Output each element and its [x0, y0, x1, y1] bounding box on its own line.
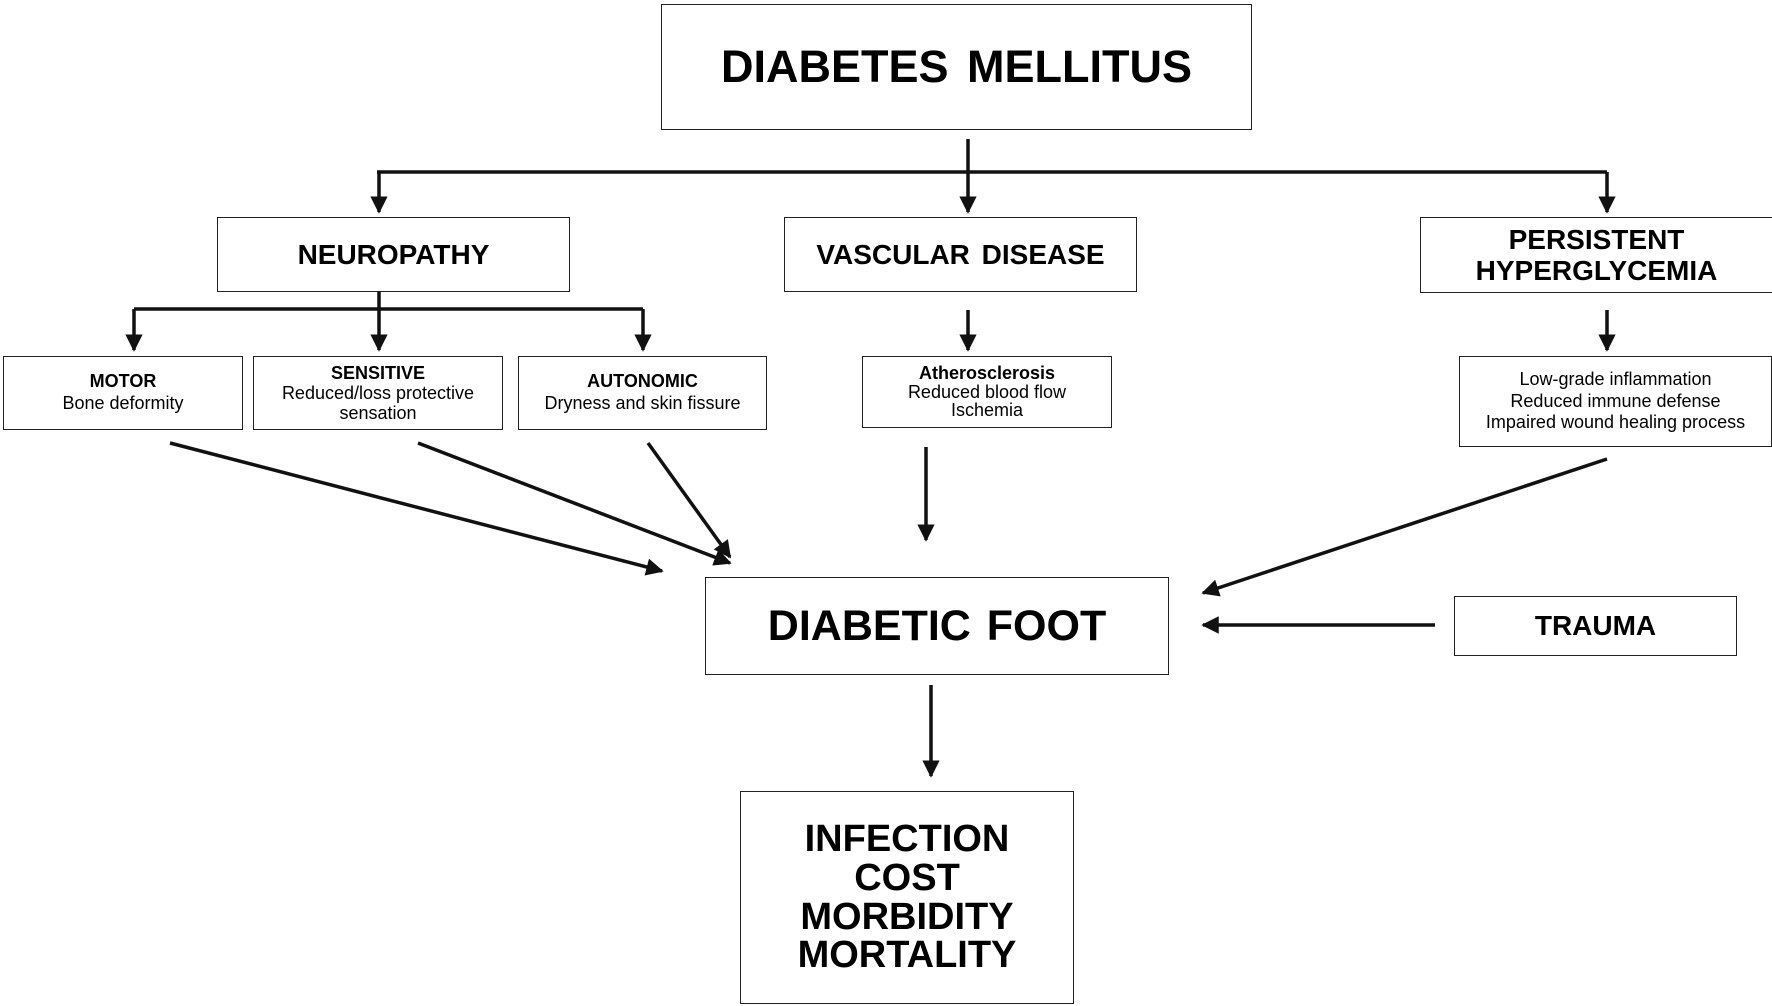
neuropathy-label: NEUROPATHY: [297, 238, 490, 270]
diabetic-foot-box: DIABETIC FOOT: [705, 577, 1169, 675]
sensitive-heading: SENSITIVE: [330, 362, 426, 383]
atherosclerosis-box: Atherosclerosis Reduced blood flow Ische…: [862, 356, 1112, 428]
outcomes-box: INFECTION COST MORBIDITY MORTALITY: [740, 791, 1074, 1004]
outcome-infection: INFECTION: [804, 818, 1010, 860]
outcome-mortality: MORTALITY: [797, 934, 1017, 977]
autonomic-line-1: Dryness and skin fissure: [544, 393, 741, 413]
persistent-hyperglycemia-box: PERSISTENT HYPERGLYCEMIA: [1420, 217, 1772, 293]
neuropathy-box: NEUROPATHY: [217, 217, 570, 292]
arrow-autonomic-to-foot: [646, 441, 732, 559]
atherosclerosis-heading: Atherosclerosis: [918, 362, 1056, 383]
trauma-box: TRAUMA: [1454, 596, 1737, 656]
arrow-motor-to-foot: [169, 441, 664, 576]
diabetes-mellitus-box: DIABETES MELLITUS: [661, 4, 1252, 130]
motor-line-1: Bone deformity: [62, 393, 184, 413]
atherosclerosis-line-1: Reduced blood flow: [907, 381, 1067, 402]
hyperglycemia-effect-1: Low-grade inflammation: [1519, 368, 1712, 389]
hyperglycemia-label-line2: HYPERGLYCEMIA: [1475, 255, 1718, 286]
diabetic-foot-title: DIABETIC FOOT: [767, 601, 1107, 650]
outcome-morbidity: MORBIDITY: [800, 895, 1014, 938]
hyperglycemia-effect-2: Reduced immune defense: [1510, 390, 1721, 411]
sensitive-box: SENSITIVE Reduced/loss protective sensat…: [253, 356, 503, 430]
hyperglycemia-effect-3: Impaired wound healing process: [1485, 412, 1746, 433]
vascular-disease-box: VASCULAR DISEASE: [784, 217, 1137, 292]
vascular-disease-label: VASCULAR DISEASE: [816, 238, 1105, 270]
autonomic-box: AUTONOMIC Dryness and skin fissure: [518, 356, 767, 430]
autonomic-heading: AUTONOMIC: [587, 371, 698, 392]
hyperglycemia-effects-box: Low-grade inflammation Reduced immune de…: [1459, 356, 1772, 447]
outcome-cost: COST: [854, 856, 960, 899]
sensitive-line-2: sensation: [339, 403, 417, 424]
arrow-sensitive-to-foot: [417, 441, 732, 566]
hyperglycemia-label-line1: PERSISTENT: [1508, 223, 1685, 255]
trauma-label: TRAUMA: [1534, 610, 1657, 641]
motor-heading: MOTOR: [89, 371, 157, 392]
diabetes-mellitus-title: DIABETES MELLITUS: [720, 41, 1192, 92]
sensitive-line-1: Reduced/loss protective: [281, 382, 475, 403]
atherosclerosis-line-2: Ischemia: [950, 400, 1024, 421]
arrow-hyperglycemia-to-foot: [1201, 457, 1608, 597]
motor-box: MOTOR Bone deformity: [3, 356, 243, 430]
